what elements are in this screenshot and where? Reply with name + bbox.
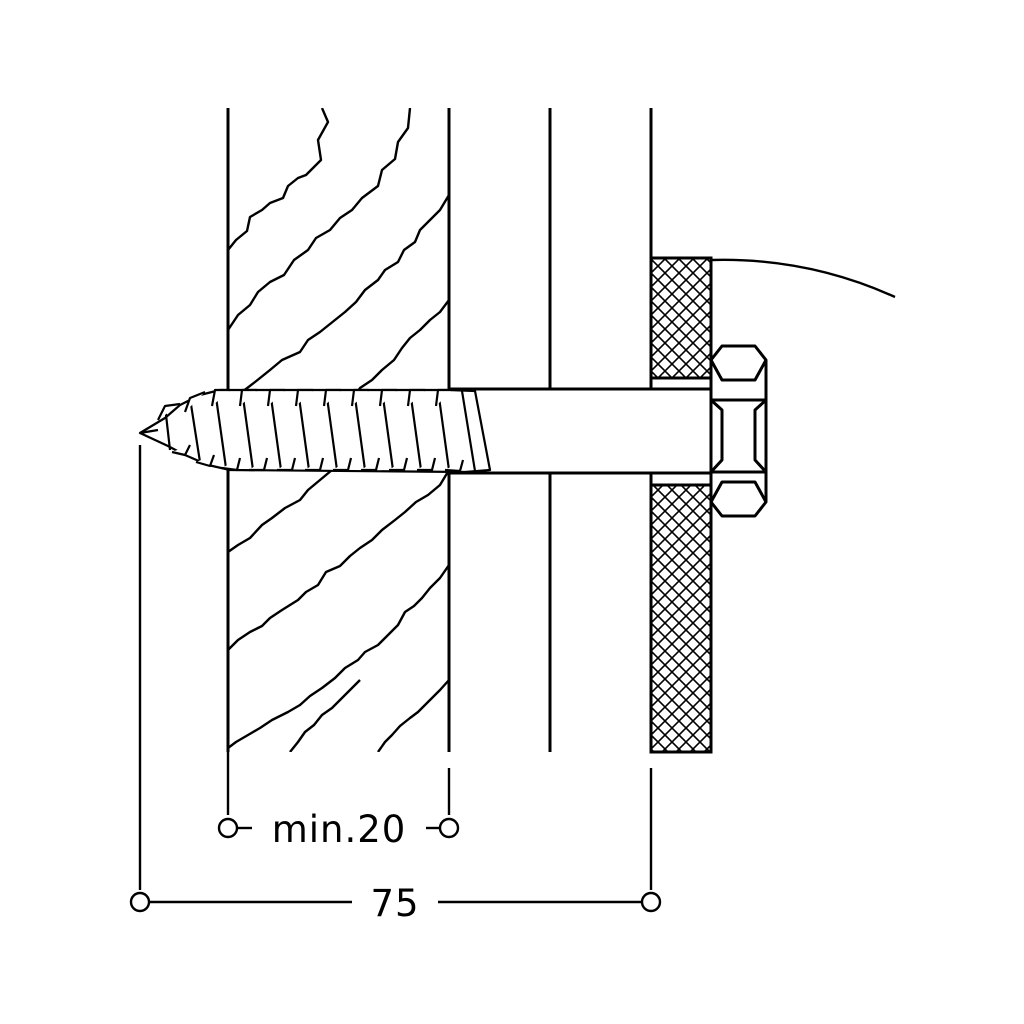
wood-substrate [226,108,451,752]
facade-curve [710,258,896,299]
min20-dot-right [438,817,460,839]
dim75-dot-left [129,891,151,913]
min-embed-label: min.20 [272,808,407,851]
total-length-label: 75 [370,882,419,925]
insulation-upper [649,256,713,380]
wood-grain [228,108,449,752]
insulation-layer [649,256,896,754]
insulation-lower [649,483,713,754]
hex-head [709,344,768,518]
screw-thread [138,388,492,474]
hex-head-screw [138,344,768,518]
min20-dot-left [217,817,239,839]
dimensions [129,445,662,913]
dim75-dot-right [640,891,662,913]
